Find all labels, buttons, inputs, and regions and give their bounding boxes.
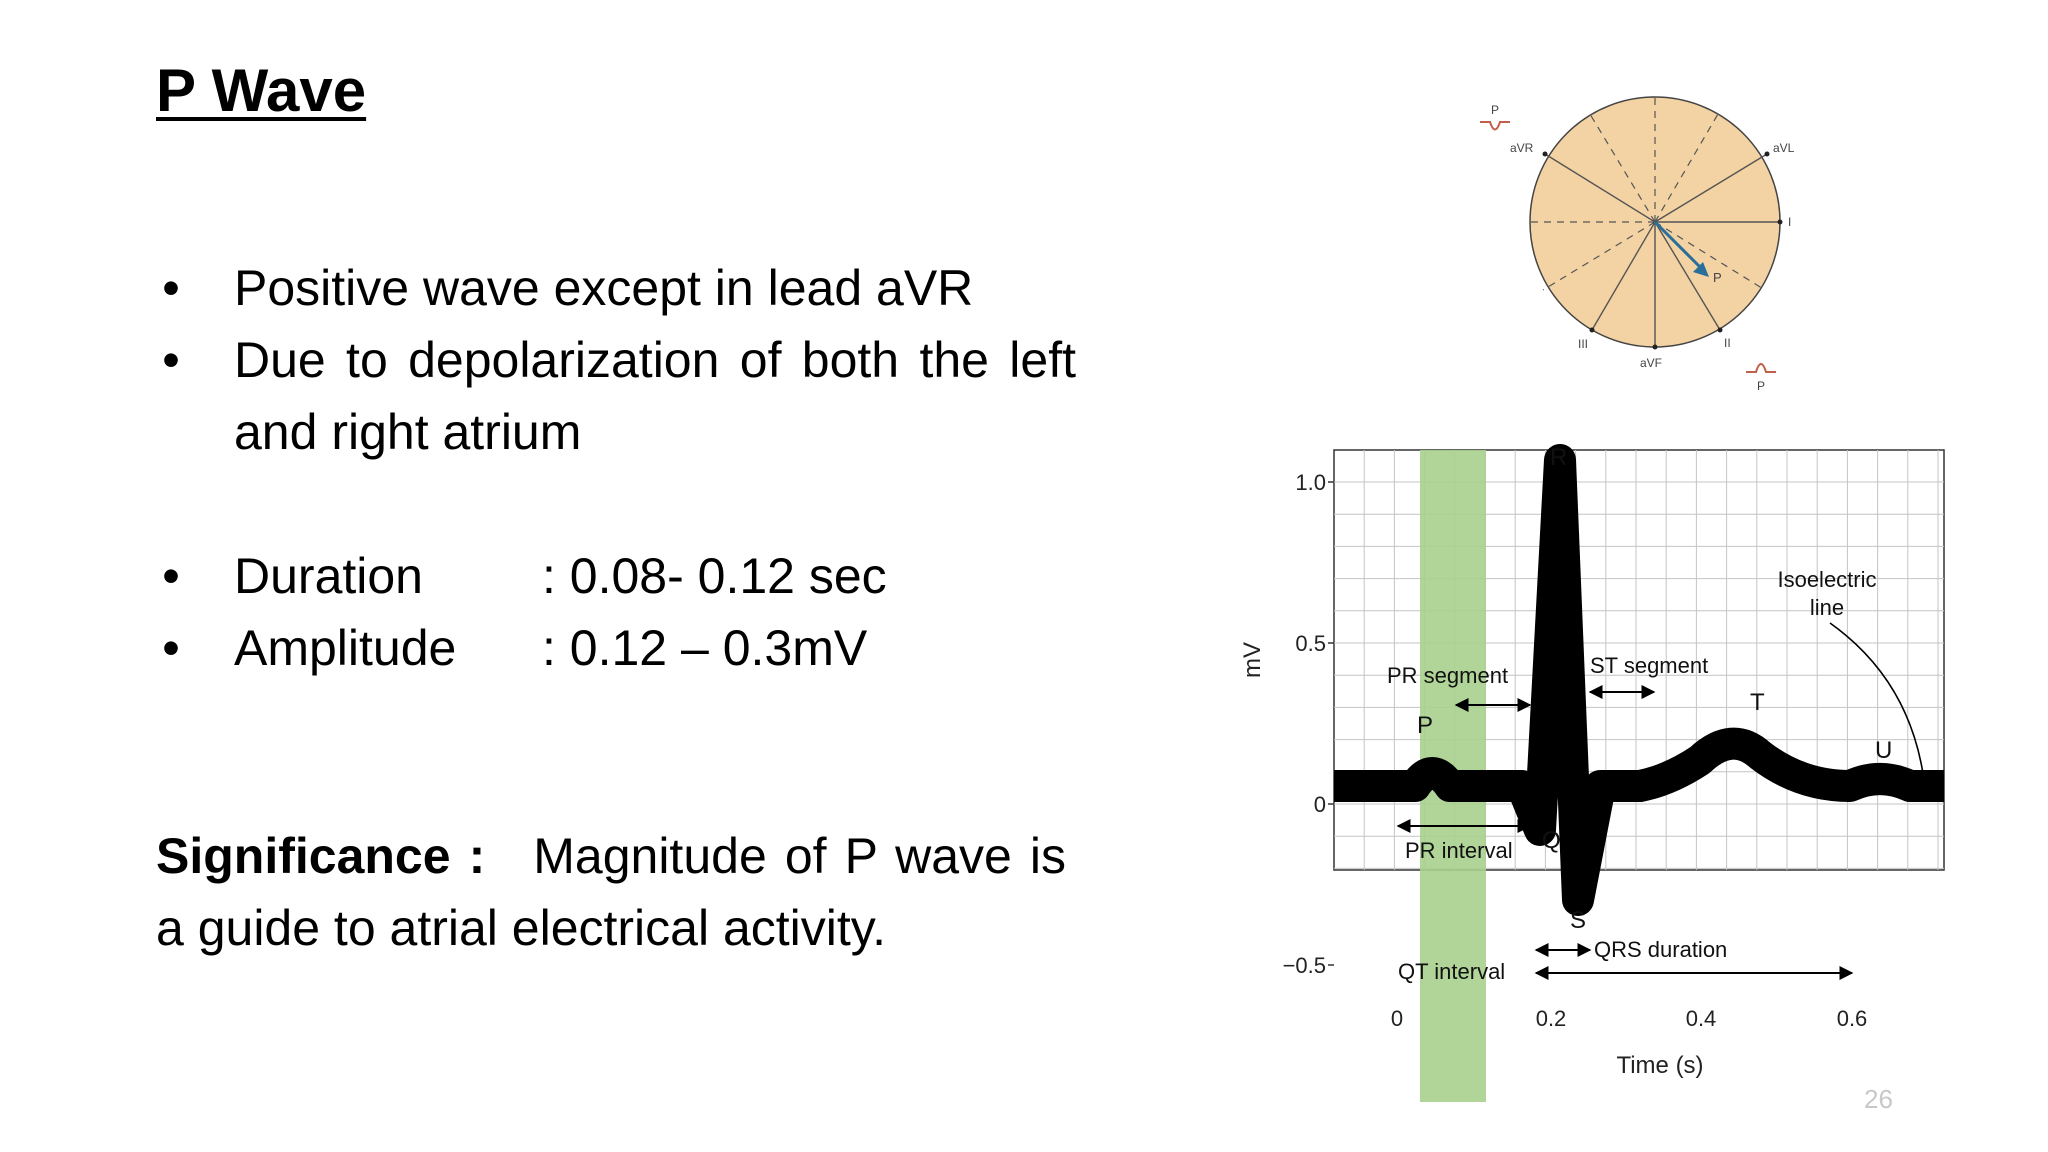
measurement-item: • Amplitude : 0.12 – 0.3mV bbox=[156, 612, 1076, 684]
x-tick-label: 0 bbox=[1391, 1006, 1403, 1031]
lead-labels: aVR aVL I II aVF III bbox=[1510, 141, 1795, 370]
wave-labels: P R Q S T U bbox=[1417, 444, 1892, 934]
lead-label-avr: aVR bbox=[1510, 141, 1534, 155]
y-tick-labels: 1.0 0.5 0 −0.5 bbox=[1283, 470, 1326, 978]
lead-label-avl: aVL bbox=[1773, 141, 1795, 155]
bullet-dot: • bbox=[162, 548, 180, 604]
isoelectric-label-line2: line bbox=[1810, 595, 1844, 620]
wave-label-u: U bbox=[1875, 737, 1892, 764]
x-tick-labels: 0 0.2 0.4 0.6 bbox=[1391, 1006, 1867, 1031]
significance-paragraph: Significance :Magnitude of P wave is a g… bbox=[156, 820, 1066, 964]
y-axis-label: mV bbox=[1239, 642, 1266, 678]
bullet-dot: • bbox=[162, 620, 180, 676]
lead-dots bbox=[1542, 151, 1783, 350]
bullet-dot: • bbox=[162, 260, 180, 316]
p-vector-label: P bbox=[1713, 270, 1722, 285]
significance-text: Magnitude of P wave is a guide to atrial… bbox=[156, 828, 1066, 956]
lead-label-ii: II bbox=[1724, 336, 1731, 350]
y-tick-label: 0.5 bbox=[1295, 631, 1326, 656]
wave-label-r: R bbox=[1550, 444, 1567, 471]
y-ticks bbox=[1328, 481, 1334, 966]
lead-label-avf: aVF bbox=[1640, 356, 1662, 370]
qt-interval-label: QT interval bbox=[1398, 959, 1505, 984]
x-tick-label: 0.2 bbox=[1536, 1006, 1567, 1031]
y-tick-label: 0 bbox=[1314, 792, 1326, 817]
x-tick-label: 0.4 bbox=[1686, 1006, 1717, 1031]
isoelectric-pointer bbox=[1829, 622, 1925, 781]
bullet-item: • Due to depolarization of both the left… bbox=[156, 324, 1076, 468]
x-axis-label: Time (s) bbox=[1616, 1052, 1703, 1079]
significance-label: Significance : bbox=[156, 828, 486, 884]
measurement-label: Amplitude bbox=[234, 620, 457, 676]
pr-interval-label: PR interval bbox=[1405, 838, 1513, 863]
p-vector-arrowhead bbox=[1693, 262, 1709, 277]
bullet-item: • Positive wave except in lead aVR bbox=[156, 252, 1076, 324]
p-wave-label-top: P bbox=[1491, 103, 1499, 117]
measurement-label: Duration bbox=[234, 548, 423, 604]
page-number: 26 bbox=[1864, 1084, 1893, 1114]
measurement-value: : 0.12 – 0.3mV bbox=[542, 620, 868, 676]
measurement-value: : 0.08- 0.12 sec bbox=[542, 548, 887, 604]
slide-title: P Wave bbox=[156, 57, 367, 124]
qrs-duration-label: QRS duration bbox=[1594, 937, 1727, 962]
p-wave-label-bottom: P bbox=[1757, 379, 1765, 392]
lead-label-iii: III bbox=[1578, 337, 1588, 351]
p-wave-upright-icon bbox=[1746, 363, 1776, 373]
st-segment-label: ST segment bbox=[1590, 653, 1708, 678]
y-tick-label: −0.5 bbox=[1283, 953, 1326, 978]
measurement-item: • Duration : 0.08- 0.12 sec bbox=[156, 540, 1076, 612]
ecg-trace-rqs-line bbox=[1518, 461, 1604, 903]
pr-segment-label: PR segment bbox=[1387, 663, 1508, 688]
x-tick-label: 0.6 bbox=[1837, 1006, 1868, 1031]
lead-axes-negative bbox=[1530, 97, 1766, 291]
y-tick-label: 1.0 bbox=[1295, 470, 1326, 495]
wave-label-t: T bbox=[1750, 689, 1765, 716]
lead-label-i: I bbox=[1788, 215, 1791, 229]
p-wave-inverted-icon bbox=[1480, 121, 1510, 131]
ecg-trace bbox=[1334, 444, 1944, 916]
lead-axes bbox=[1544, 153, 1780, 347]
wave-label-q: Q bbox=[1542, 827, 1561, 854]
bullet-text: Positive wave except in lead aVR bbox=[234, 260, 974, 316]
bullet-text: Due to depolarization of both the left a… bbox=[234, 332, 1076, 460]
p-vector-arrow bbox=[1653, 220, 1707, 274]
wave-label-s: S bbox=[1570, 907, 1586, 934]
ecg-waveform-diagram: 1.0 0.5 0 −0.5 mV 0 0.2 0.4 0.6 Time (s)… bbox=[1239, 444, 1945, 1102]
bullet-list: • Positive wave except in lead aVR • Due… bbox=[156, 252, 1076, 684]
wave-label-p: P bbox=[1417, 712, 1433, 739]
bullet-dot: • bbox=[162, 332, 180, 388]
hexaxial-lead-diagram: P aVR aVL I II aVF III P P bbox=[1480, 96, 1795, 392]
isoelectric-label: Isoelectric bbox=[1777, 567, 1876, 592]
